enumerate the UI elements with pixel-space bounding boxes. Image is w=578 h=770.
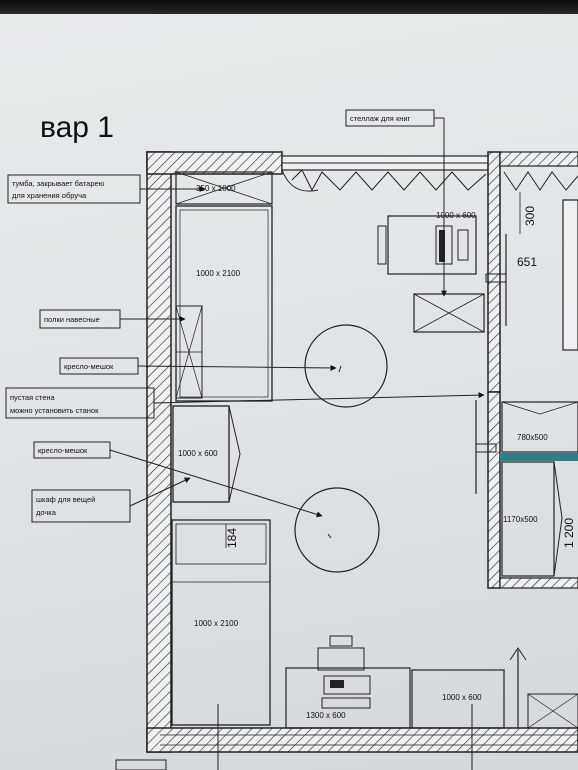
dim-651: 651	[517, 255, 537, 269]
desk-bottom-right	[411, 669, 505, 729]
callout-wardrobe: шкаф для вещей дочка	[31, 477, 191, 523]
bed-bottom	[171, 519, 271, 726]
callout-beanbag-bottom: кресло-мешок	[33, 441, 323, 518]
svg-text:кресло-мешок: кресло-мешок	[64, 362, 114, 371]
dim-184: 184	[225, 528, 239, 548]
plan-title: вар 1	[40, 111, 114, 144]
floor-plan-sheet: вар 1	[0, 14, 578, 770]
desk-bottom-right-dimension: 1000 x 600	[442, 693, 482, 702]
desk-top-dimension: 1000 x 600	[436, 211, 476, 220]
monitor-bezel	[0, 0, 578, 14]
tumba-radiator-cabinet	[175, 171, 273, 205]
desk-bottom-left-dimension: 1300 x 600	[306, 711, 346, 720]
svg-text:шкаф для вещей: шкаф для вещей	[36, 495, 95, 504]
bean-bag-bottom	[294, 487, 380, 573]
svg-text:дочка: дочка	[36, 508, 57, 517]
desk-bottom-left	[285, 667, 411, 729]
window-curtain	[291, 169, 487, 192]
bookshelf-box	[413, 293, 485, 333]
dim-300: 300	[523, 206, 537, 226]
callout-tumba: тумба, закрывает батарею для хранения об…	[7, 174, 206, 204]
wardrobe-right-dimension: 1170x500	[503, 515, 538, 524]
svg-text:для хранения обруча: для хранения обруча	[12, 191, 87, 200]
bean-bag-top	[304, 324, 388, 408]
svg-text:пустая стена: пустая стена	[10, 393, 56, 402]
wardrobe-left-dimension: 1000 x 600	[178, 449, 218, 458]
dim-1200: 1 200	[562, 518, 576, 548]
bed-bottom-dimension: 1000 x 2100	[194, 619, 239, 628]
door-swing-top	[281, 169, 319, 192]
callout-hanging-shelves: полки навесные	[39, 309, 186, 329]
svg-text:можно установить станок: можно установить станок	[10, 406, 99, 415]
floor-plan-drawing: вар 1	[5, 109, 578, 770]
desk-top	[387, 215, 477, 275]
window-curtain-right	[503, 171, 578, 191]
bed-top-dimension: 1000 x 2100	[196, 269, 241, 278]
svg-text:стеллаж для книг: стеллаж для книг	[350, 114, 411, 123]
wardrobe-left	[172, 405, 230, 503]
callout-beanbag-top: кресло-мешок	[59, 357, 337, 375]
callout-empty-wall: пустая стена можно установить станок	[5, 387, 485, 419]
cabinet-right-dimension: 780x500	[517, 433, 548, 442]
room-walls	[146, 151, 578, 753]
svg-text:тумба, закрывает батарею: тумба, закрывает батарею	[12, 179, 105, 188]
bed-top	[175, 205, 273, 402]
wardrobe-right	[501, 461, 555, 577]
callout-bookshelf: стеллаж для книг	[345, 109, 447, 297]
tumba-dimension: 350 x 1000	[196, 184, 236, 193]
svg-text:кресло-мешок: кресло-мешок	[38, 446, 88, 455]
svg-text:полки навесные: полки навесные	[44, 315, 100, 324]
cabinet-right	[501, 401, 578, 453]
